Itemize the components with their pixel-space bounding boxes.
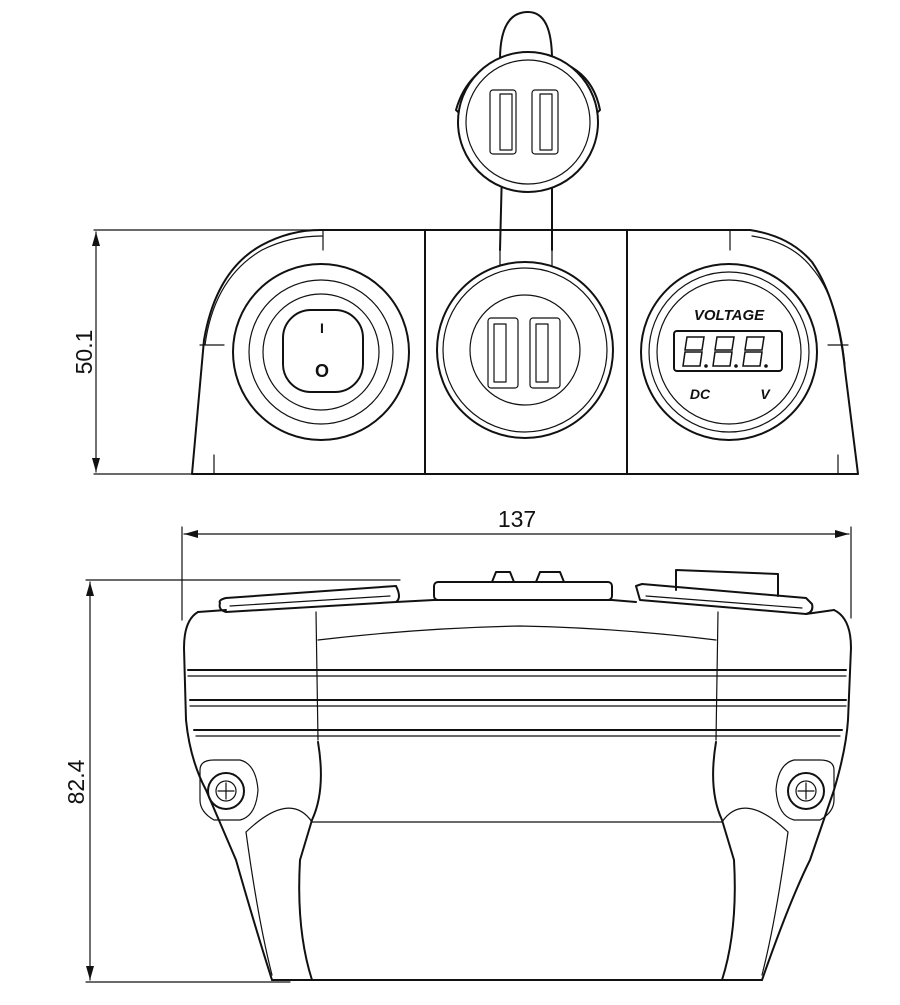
height-dimension-bottom: 82.4 xyxy=(63,579,401,983)
switch-off-mark: O xyxy=(315,361,329,381)
voltmeter-mode: DC xyxy=(690,386,711,402)
height-bottom-label: 82.4 xyxy=(63,759,89,804)
height-dimension-top: 50.1 xyxy=(71,229,321,475)
voltmeter-unit: V xyxy=(760,386,771,402)
top-view: 50.1 I O xyxy=(71,11,859,475)
width-dimension: 137 xyxy=(181,506,852,621)
voltmeter-digits xyxy=(682,336,768,368)
voltmeter: VOLTAGE DC V xyxy=(640,263,818,441)
usb-socket xyxy=(436,11,614,439)
width-label: 137 xyxy=(498,506,536,532)
front-view: 137 82.4 xyxy=(63,506,852,983)
mounting-screw-right xyxy=(775,759,835,821)
switch-on-mark: I xyxy=(320,320,324,336)
housing-outline xyxy=(191,229,859,475)
front-housing xyxy=(183,599,852,981)
mounting-screw-left xyxy=(199,759,259,821)
front-top-parts xyxy=(218,569,814,615)
voltmeter-title: VOLTAGE xyxy=(694,307,765,324)
rocker-switch: I O xyxy=(232,263,410,441)
height-top-label: 50.1 xyxy=(71,330,97,375)
